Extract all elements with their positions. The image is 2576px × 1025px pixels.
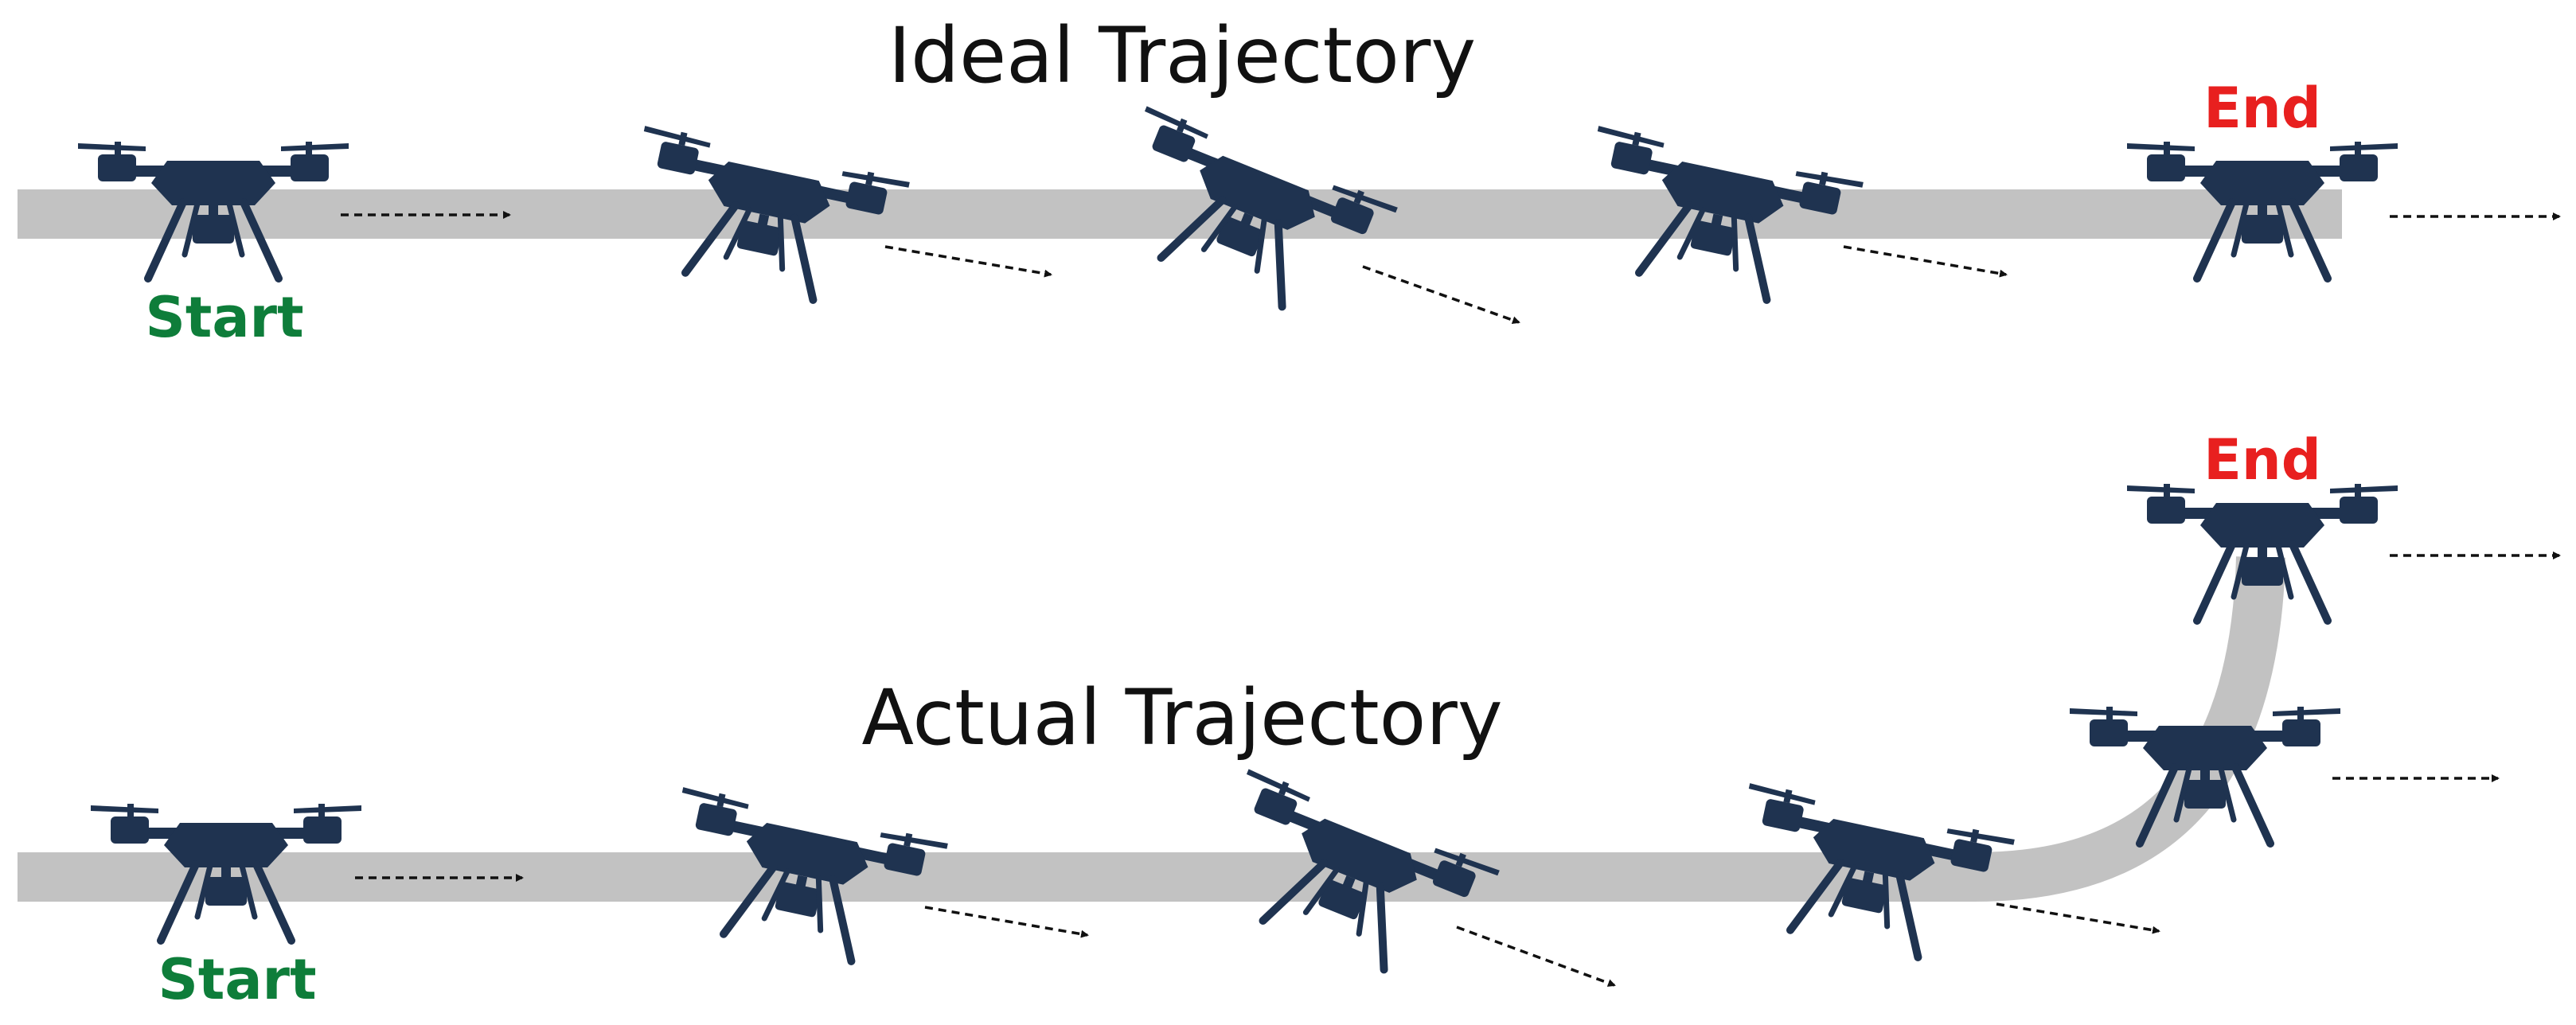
- actual-path: [18, 556, 2285, 902]
- dashed-arrow-icon: [884, 245, 1052, 278]
- dashed-arrow-icon: [924, 906, 1089, 938]
- ideal-trajectory-title: Ideal Trajectory: [888, 11, 1476, 100]
- actual-end-label: End: [2203, 427, 2321, 493]
- actual-trajectory-title: Actual Trajectory: [861, 673, 1502, 762]
- ideal-start-label: Start: [145, 285, 303, 350]
- ideal-trajectory-panel: Ideal Trajectory Start End: [18, 11, 2561, 350]
- dashed-arrow-icon: [1456, 926, 1616, 987]
- actual-trajectory-panel: Actual Trajectory Start End: [18, 427, 2561, 1012]
- ideal-path: [18, 189, 2342, 239]
- drone-icon: [2070, 707, 2340, 844]
- dashed-arrow-icon: [1996, 902, 2160, 934]
- dashed-arrow-icon: [1362, 265, 1520, 325]
- actual-start-label: Start: [158, 947, 316, 1012]
- dashed-arrow-icon: [1843, 245, 2008, 278]
- ideal-end-label: End: [2203, 76, 2321, 141]
